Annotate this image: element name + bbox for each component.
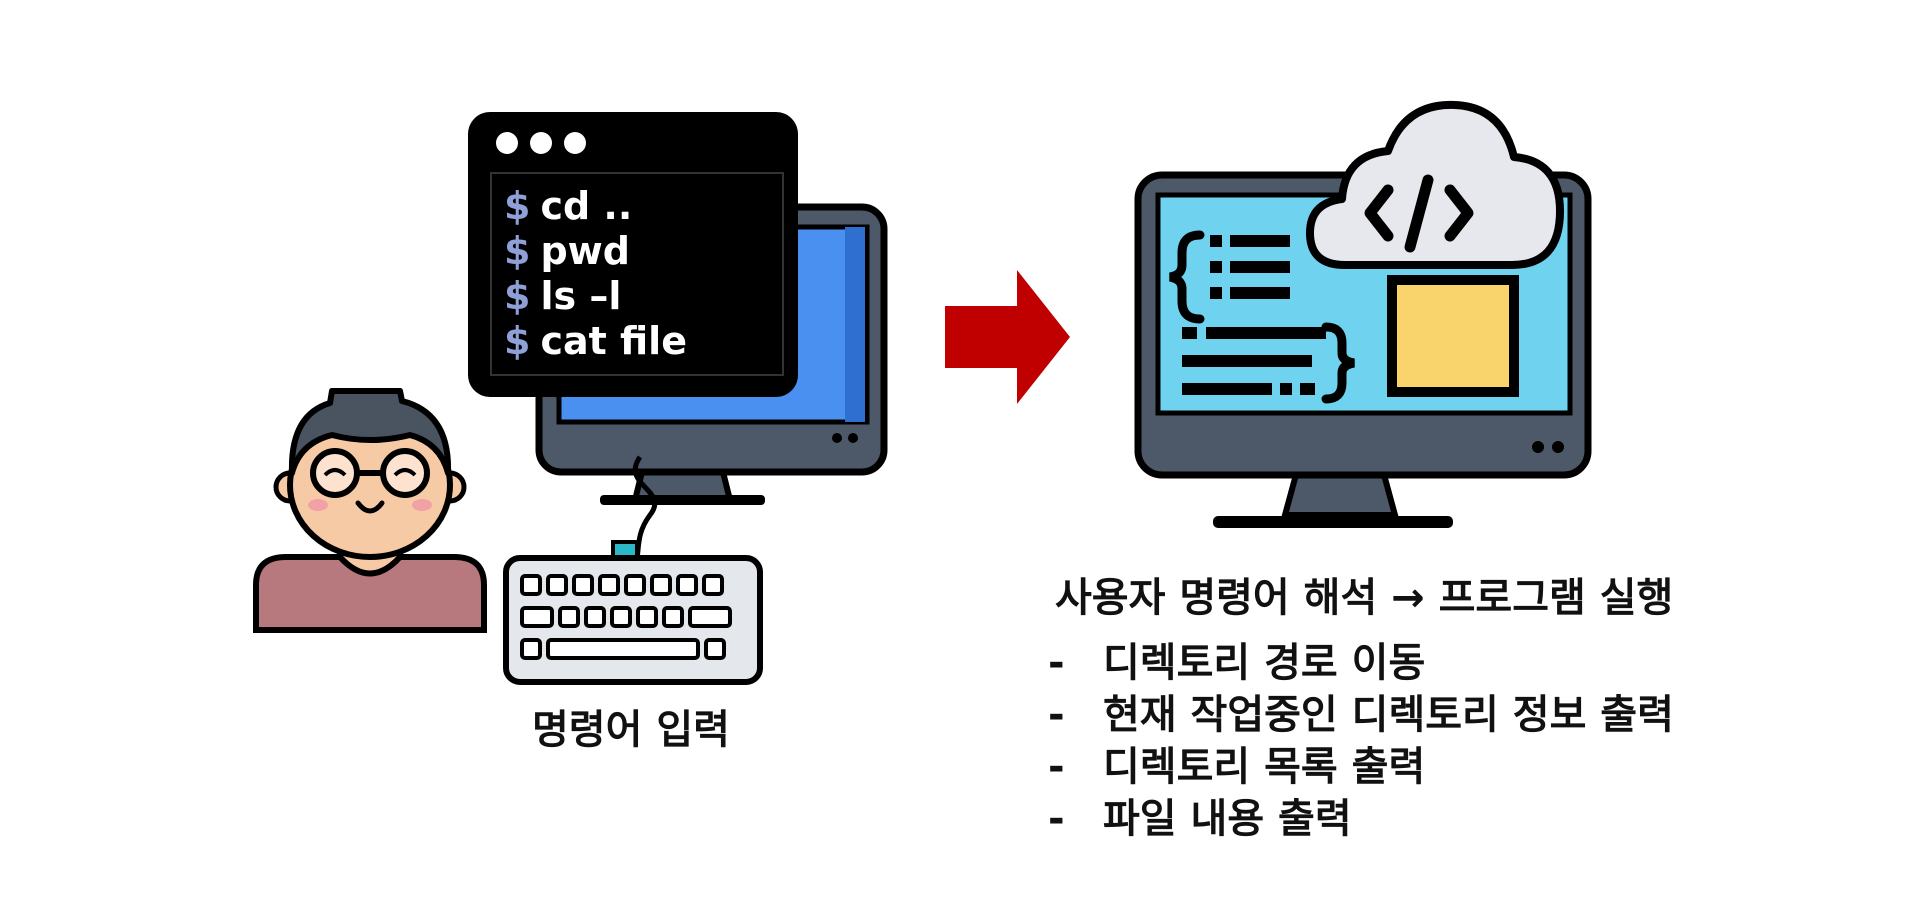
list-item: -디렉토리 목록 출력 — [1048, 744, 1426, 790]
terminal-window-icon: $cd .. $pwd $ls –l $cat file — [468, 112, 798, 397]
right-arrow-icon — [945, 270, 1070, 404]
list-item: -파일 내용 출력 — [1048, 796, 1352, 842]
person-with-glasses-icon — [253, 388, 487, 633]
terminal-command: $cd .. — [504, 184, 633, 228]
list-item: -현재 작업중인 디렉토리 정보 출력 — [1048, 692, 1674, 738]
window-dot — [564, 132, 586, 154]
terminal-command: $pwd — [504, 229, 630, 273]
terminal-command: $cat file — [504, 319, 687, 363]
code-monitor-icon — [1134, 100, 1592, 528]
window-dot — [496, 132, 518, 154]
right-caption: 사용자 명령어 해석 → 프로그램 실행 — [1055, 575, 1674, 621]
terminal-content — [490, 172, 784, 376]
left-caption: 명령어 입력 — [532, 707, 730, 753]
keyboard-icon — [503, 540, 763, 685]
window-dot — [530, 132, 552, 154]
list-item: -디렉토리 경로 이동 — [1048, 640, 1426, 686]
terminal-command: $ls –l — [504, 274, 622, 318]
cloud-code-icon — [1306, 100, 1564, 269]
